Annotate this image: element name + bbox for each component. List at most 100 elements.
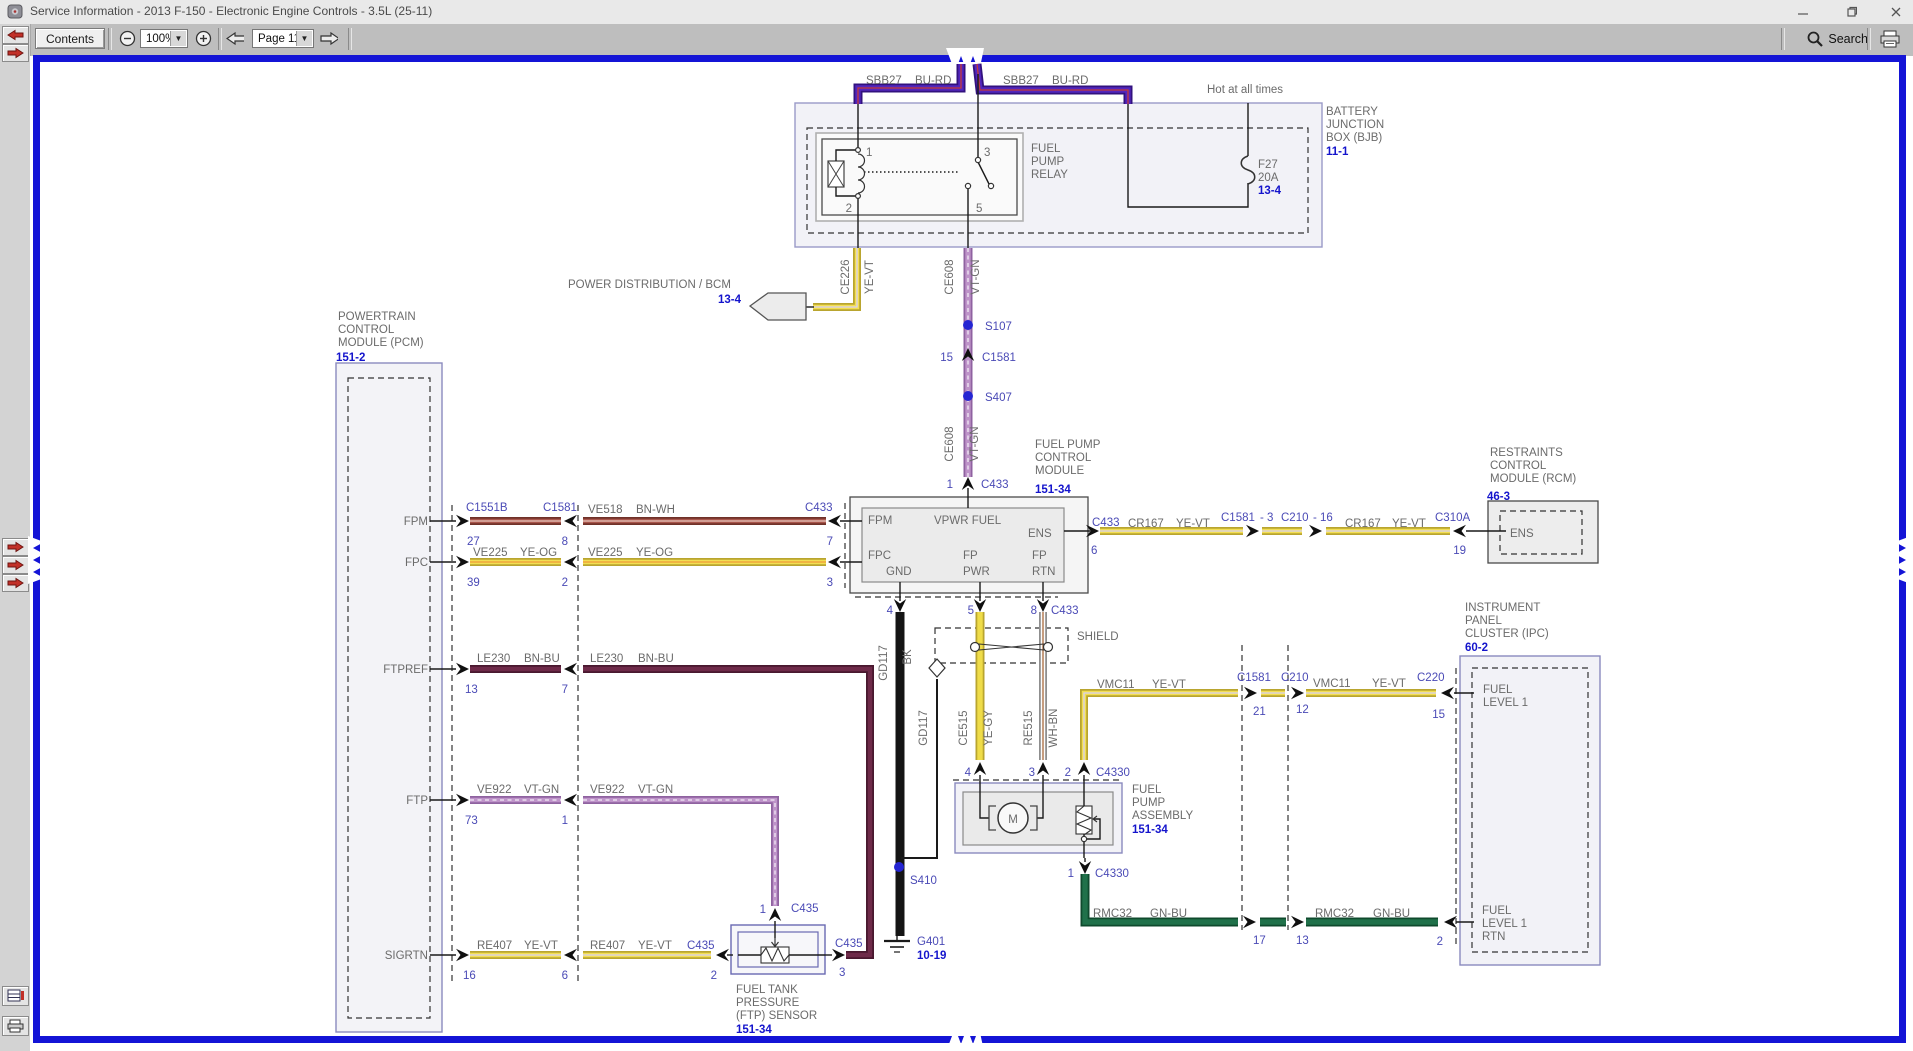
diagram-label: C433 (1092, 517, 1120, 529)
diagram-label: 2 (562, 577, 568, 589)
wire-stripe (813, 248, 858, 308)
wire-stripe (1083, 692, 1238, 760)
diagram-label: 1 (562, 815, 568, 827)
connector-arrow-icon (1291, 686, 1304, 700)
connector-arrow-icon (456, 514, 469, 528)
diagram-label: 5 (968, 605, 974, 617)
diagram-label: GD117 (918, 710, 930, 746)
diagram-label: FUEL (1483, 684, 1513, 696)
connector-arrow-icon (768, 908, 782, 921)
connector-arrow-icon (1036, 599, 1050, 612)
diagram-label: YE-VT (1152, 679, 1186, 691)
page-select[interactable]: Page 11 ▼ (252, 29, 314, 48)
diagram-label: VT-GN (638, 784, 673, 796)
diagram-label: RMC32 (1315, 908, 1354, 920)
connector-arrow-icon (961, 348, 975, 361)
toolbar-separator (218, 28, 222, 50)
chevron-down-icon[interactable]: ▼ (170, 31, 186, 46)
print-button[interactable] (1877, 28, 1903, 50)
page-reference-link[interactable]: 151-34 (1035, 484, 1071, 496)
diagram-label: YE-VT (1176, 518, 1210, 530)
diagram-label: VE922 (590, 784, 625, 796)
page-reference-link[interactable]: 11-1 (1326, 146, 1349, 158)
diagram-label: CONTROL (1035, 452, 1092, 464)
diagram-label: FUEL TANK (736, 984, 798, 996)
chevron-down-icon[interactable]: ▼ (296, 31, 312, 46)
terminal-circle (1080, 835, 1088, 843)
page-reference-link[interactable]: 13-4 (718, 294, 742, 306)
diagram-label: 20A (1258, 172, 1279, 184)
sidebar-index-button[interactable] (2, 986, 29, 1006)
page-reference-link[interactable]: 151-2 (336, 352, 365, 364)
page-reference-link[interactable]: 60-2 (1465, 642, 1488, 654)
page-reference-link[interactable]: 10-19 (917, 950, 946, 962)
search-button[interactable]: Search (1806, 28, 1868, 50)
toolbar-separator (1867, 28, 1871, 50)
diagram-label: - 16 (1313, 512, 1333, 524)
close-button[interactable] (1879, 0, 1913, 23)
page-reference-link[interactable]: 151-34 (736, 1024, 772, 1036)
diagram-label: 2 (846, 203, 852, 215)
terminal-circle (854, 147, 861, 154)
circuit-line (1037, 775, 1044, 819)
page-reference-link[interactable]: 151-34 (1132, 824, 1168, 836)
diagram-label: ENS (1510, 528, 1534, 540)
diagram-label: C210 (1281, 672, 1309, 684)
diagram-label: C1581 (1237, 672, 1271, 684)
diagram-label: C435 (687, 940, 715, 952)
diagram-label: 8 (562, 536, 568, 548)
diagram-label: 17 (1253, 935, 1266, 947)
diagram-label: YE-OG (520, 547, 557, 559)
diagram-label: 15 (940, 352, 953, 364)
diagram-label: CONTROL (338, 324, 395, 336)
sidebar-nav-button-3[interactable] (2, 574, 29, 592)
zoom-in-button[interactable] (194, 29, 212, 47)
diagram-label: C433 (981, 479, 1009, 491)
diagram-label: MODULE (1035, 465, 1085, 477)
sidebar-forward-button[interactable] (2, 44, 29, 62)
diagram-label: BN-WH (636, 504, 675, 516)
sidebar-back-button[interactable] (2, 26, 29, 44)
page-reference-link[interactable]: 13-4 (1258, 185, 1282, 197)
diagram-label: WH-BN (1048, 709, 1060, 748)
diagram-label: BATTERY (1326, 106, 1378, 118)
app-icon (7, 4, 23, 19)
zoom-out-button[interactable] (118, 29, 136, 47)
relay-coil (857, 153, 866, 194)
red-arrow-icon (7, 29, 24, 41)
wire-YE-VT (1080, 689, 1238, 760)
page-reference-link[interactable]: 46-3 (1487, 491, 1510, 503)
diagram-label: C1551B (466, 502, 508, 514)
sidebar-print-button[interactable] (2, 1016, 29, 1036)
maximize-button[interactable] (1834, 0, 1868, 23)
diagram-label: C310A (1435, 512, 1470, 524)
diagram-label: GD117 (878, 645, 890, 681)
grid-icon (7, 989, 24, 1002)
minimize-button[interactable] (1786, 0, 1820, 23)
terminal-circle (969, 641, 981, 653)
contents-button[interactable]: Contents (35, 28, 106, 49)
diagram-label: 15 (1432, 709, 1445, 721)
diagram-label: C433 (805, 502, 833, 514)
circuit-line (979, 775, 989, 819)
shield-drain-diamond (928, 658, 946, 678)
connector-arrow-icon (1309, 524, 1322, 538)
previous-page-button[interactable] (226, 29, 244, 47)
diagram-label: VE225 (473, 547, 508, 559)
next-page-button[interactable] (320, 29, 338, 47)
diagram-label: LEVEL 1 (1483, 697, 1528, 709)
sidebar-nav-button-2[interactable] (2, 556, 29, 574)
diagram-label: ENS (1028, 528, 1052, 540)
diagram-label: YE-VT (1372, 678, 1406, 690)
circuit-line (835, 149, 858, 161)
circuit-line (977, 161, 990, 185)
diagram-label: VMC11 (1313, 678, 1351, 690)
diagram-label: 8 (1031, 605, 1037, 617)
ftp-sensor-inner (737, 931, 819, 968)
splice-S407 (963, 391, 973, 401)
printer-icon (7, 1019, 23, 1033)
diagram-label: JUNCTION (1326, 119, 1384, 131)
sidebar-nav-button-1[interactable] (2, 538, 29, 556)
zoom-level-select[interactable]: 100% ▼ (140, 29, 188, 48)
relay-coil-x (827, 160, 845, 188)
